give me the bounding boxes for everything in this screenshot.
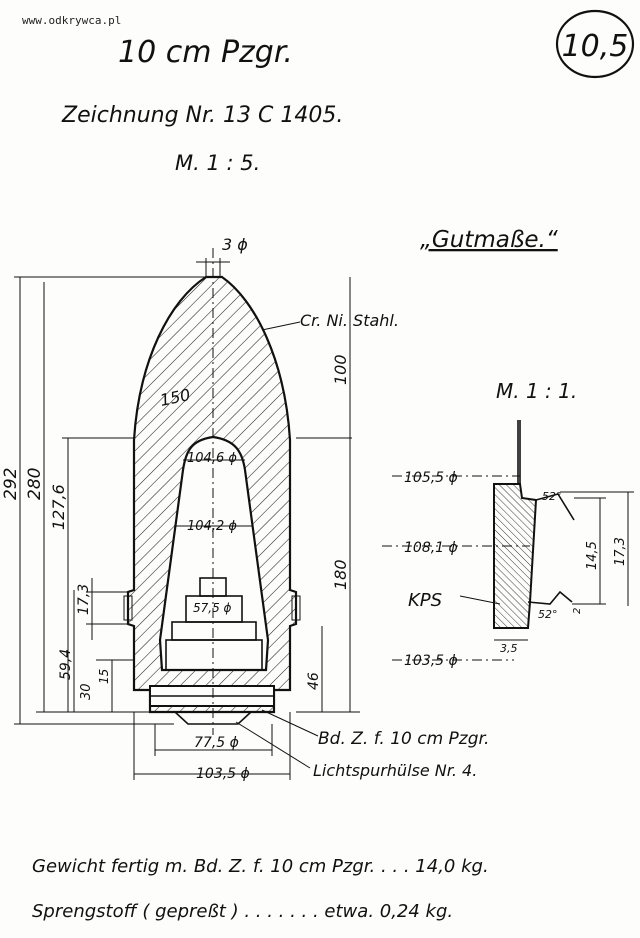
- fuze-step-lower: [165, 639, 263, 671]
- band-profile-bottom: [527, 590, 573, 605]
- kps-leader: [459, 595, 501, 605]
- drawing-title: 10 cm Pzgr.: [118, 35, 293, 70]
- driving-band-detail: [382, 420, 634, 661]
- detail-dim-bottom: 103,5 ϕ: [404, 653, 458, 669]
- dim-127-6: 127,6: [49, 484, 68, 530]
- sheet-number-circle: [555, 9, 635, 79]
- left-dimensions: [14, 276, 360, 725]
- dim-100: 100: [331, 354, 350, 385]
- dim-292: 292: [1, 468, 21, 500]
- tracer-label: Lichtspurhülse Nr. 4.: [313, 761, 477, 780]
- gutmasse-label: „Gutmaße.“: [420, 227, 558, 253]
- dim-46: 46: [306, 672, 322, 690]
- band-groove-left: [123, 595, 133, 621]
- detail-angle-top: 52°: [542, 490, 562, 503]
- cavity-mid-dim: 104,2 ϕ: [187, 519, 237, 534]
- band-profile-top: [519, 420, 575, 521]
- detail-dim-14-5: 14,5: [585, 541, 600, 570]
- dim-59-4: 59,4: [58, 649, 74, 680]
- detail-dim-top: 105,5 ϕ: [404, 470, 458, 486]
- cavity-top-dim: 104,6 ϕ: [187, 451, 237, 466]
- band-section: [493, 483, 538, 629]
- explosive-line: Sprengstoff ( gepreßt ) . . . . . . . et…: [32, 901, 453, 922]
- band-groove-right: [291, 595, 301, 621]
- detail-dim-17-3: 17,3: [613, 537, 628, 566]
- dim-30: 30: [79, 683, 94, 700]
- dim-17-3: 17,3: [76, 584, 92, 615]
- fuze-dia-dim: 57,5 ϕ: [193, 601, 232, 615]
- tracer-leader: [235, 721, 311, 769]
- detail-dim-3-5: 3,5: [500, 642, 518, 655]
- base-outer-dim: 103,5 ϕ: [196, 766, 250, 782]
- dim-280: 280: [25, 468, 45, 500]
- fuze-step-middle: [171, 621, 257, 641]
- base-inner-dim: 77,5 ϕ: [194, 735, 239, 751]
- fuze-leader: [261, 709, 319, 737]
- detail-dim-2: 2: [572, 608, 583, 614]
- detail-dim-mid: 108,1 ϕ: [404, 540, 458, 556]
- sheet-number: 10,5: [562, 29, 629, 64]
- material-leader: [261, 321, 301, 331]
- projectile-body: [126, 275, 298, 714]
- dim-180: 180: [331, 559, 350, 590]
- weight-line: Gewicht fertig m. Bd. Z. f. 10 cm Pzgr. …: [32, 856, 489, 877]
- fuze-label: Bd. Z. f. 10 cm Pzgr.: [318, 729, 489, 749]
- tip-dimension: [196, 258, 230, 277]
- drawing-scale: M. 1 : 5.: [175, 151, 260, 175]
- watermark-text: www.odkrywca.pl: [22, 14, 121, 27]
- kps-label: KPS: [408, 590, 442, 611]
- detail-angle-bottom: 52°: [538, 608, 558, 621]
- detail-scale: M. 1 : 1.: [496, 379, 577, 403]
- material-label: Cr. Ni. Stahl.: [300, 311, 399, 330]
- drawing-number: Zeichnung Nr. 13 C 1405.: [61, 103, 343, 128]
- projectile-section: [123, 248, 301, 735]
- dim-15: 15: [97, 669, 111, 684]
- tip-dim-label: 3 ϕ: [222, 235, 248, 254]
